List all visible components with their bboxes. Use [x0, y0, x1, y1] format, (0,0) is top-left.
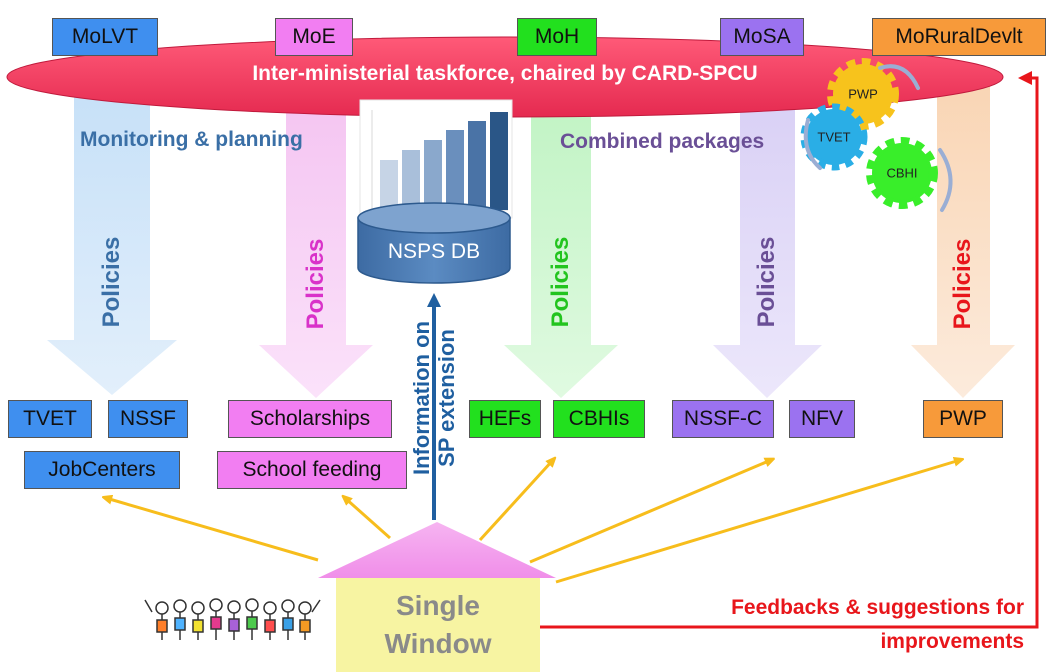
- gear-cycle-arrows-icon: [803, 64, 953, 212]
- ministry-mosa: MoSA: [720, 18, 804, 56]
- ministry-moh: MoH: [517, 18, 597, 56]
- program-school-feeding: School feeding: [217, 451, 407, 489]
- policies-label-moh: Policies: [547, 236, 574, 328]
- ministry-moe-label: MoE: [292, 25, 336, 48]
- nsps-db-cylinder: [357, 202, 511, 284]
- information-label: Information on SP extension: [409, 321, 459, 475]
- policies-label-mosa: Policies: [753, 236, 780, 328]
- policies-label-morural: Policies: [949, 238, 976, 330]
- arrow-to-school-feeding: [345, 498, 391, 540]
- program-nfv: NFV: [789, 400, 855, 438]
- program-scholarships-label: Scholarships: [249, 407, 371, 430]
- ministry-molvt-label: MoLVT: [71, 25, 139, 48]
- policies-label-molvt: Policies: [98, 236, 125, 328]
- program-nssfc-label: NSSF-C: [683, 407, 763, 430]
- nsps-db-label: NSPS DB: [387, 240, 481, 263]
- program-cbhis: CBHIs: [553, 400, 645, 438]
- program-cbhis-label: CBHIs: [568, 407, 630, 430]
- arrow-to-nssfc: [529, 460, 771, 564]
- ministry-molvt: MoLVT: [52, 18, 158, 56]
- taskforce-label: Inter-ministerial taskforce, chaired by …: [252, 62, 758, 85]
- feedback-label-line2: improvements: [880, 630, 1024, 653]
- ministry-moh-label: MoH: [534, 25, 580, 48]
- single-window-box: Single Window: [336, 578, 540, 672]
- information-label-line2: SP extension: [434, 329, 459, 467]
- program-nfv-label: NFV: [801, 407, 843, 430]
- combined-packages-label: Combined packages: [560, 130, 765, 153]
- information-label-line1: Information on: [409, 321, 434, 475]
- program-nssfc: NSSF-C: [672, 400, 774, 438]
- ministry-moruraldevlt-label: MoRuralDevlt: [895, 25, 1023, 48]
- program-hefs: HEFs: [469, 400, 541, 438]
- arrow-to-jobcenters: [106, 498, 319, 562]
- bar-chart-icon: [359, 99, 513, 219]
- yellow-arrows: [106, 460, 960, 584]
- program-jobcenters-label: JobCenters: [48, 458, 156, 481]
- single-window-triangle: [318, 522, 556, 578]
- arrow-to-pwp: [555, 460, 960, 584]
- program-tvet-label: TVET: [23, 407, 77, 430]
- single-window-line2: Window: [384, 628, 492, 659]
- policies-label-moe: Policies: [302, 238, 329, 330]
- program-school-feeding-label: School feeding: [242, 458, 382, 481]
- ministry-moruraldevlt: MoRuralDevlt: [872, 18, 1046, 56]
- feedback-label-line1: Feedbacks & suggestions for: [731, 596, 1024, 619]
- people-icon: [144, 598, 321, 640]
- policy-arrow-mosa: [713, 80, 822, 398]
- gear-pwp-label: PWP: [848, 86, 878, 102]
- feedback-arrow: [540, 71, 1039, 629]
- ministry-moe: MoE: [275, 18, 353, 56]
- policy-arrow-moe: [259, 80, 373, 398]
- program-nssf: NSSF: [108, 400, 188, 438]
- gear-cbhi-icon: [866, 137, 938, 209]
- policy-arrow-molvt: [47, 80, 177, 395]
- policy-arrow-morural: [911, 80, 1015, 398]
- program-nssf-label: NSSF: [119, 407, 176, 430]
- arrow-to-cbhis: [478, 460, 553, 542]
- gear-cbhi-label: CBHI: [886, 165, 918, 181]
- program-scholarships: Scholarships: [228, 400, 392, 438]
- program-tvet: TVET: [8, 400, 92, 438]
- program-pwp-label: PWP: [939, 407, 987, 430]
- program-hefs-label: HEFs: [478, 407, 532, 430]
- policy-arrow-moh: [504, 80, 618, 398]
- single-window-line1: Single: [395, 590, 480, 621]
- ministry-mosa-label: MoSA: [733, 25, 791, 48]
- gear-tvet-icon: [800, 103, 868, 171]
- monitoring-planning-label: Monitoring & planning: [80, 128, 303, 151]
- program-jobcenters: JobCenters: [24, 451, 180, 489]
- program-pwp: PWP: [923, 400, 1003, 438]
- gear-tvet-label: TVET: [817, 129, 851, 145]
